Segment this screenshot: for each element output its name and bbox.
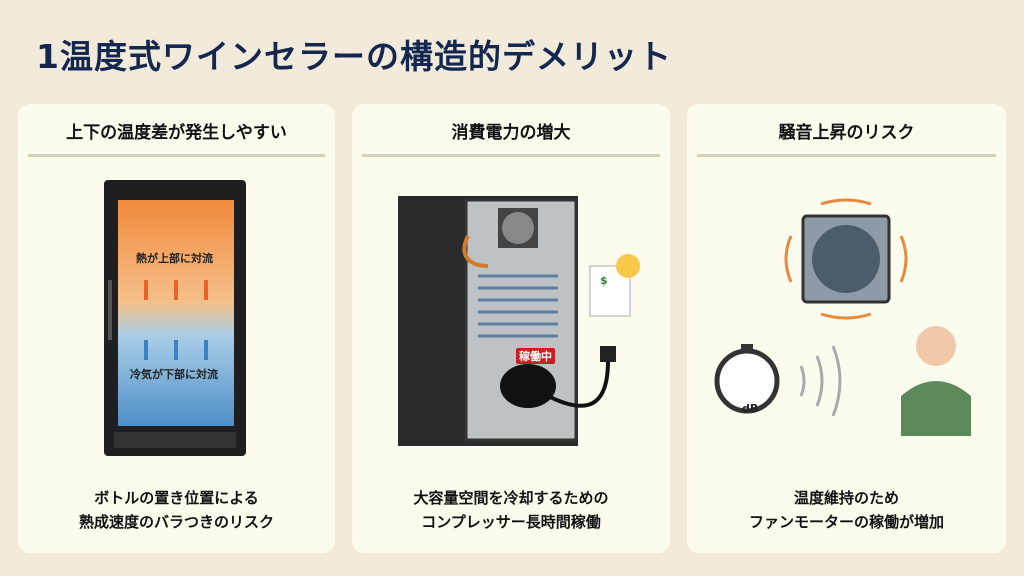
dollar-icon: $ (600, 274, 608, 287)
divider (362, 154, 660, 157)
card-caption: 大容量空間を冷却するためのコンプレッサー長時間稼働 (352, 486, 670, 534)
wine-fridge-illustration (104, 180, 246, 456)
caption-line: ファンモーターの稼働が増加 (748, 513, 944, 531)
card-caption: 温度維持のためファンモーターの稼働が増加 (687, 486, 1006, 534)
compressor-illustration (398, 196, 640, 446)
caption-line: 温度維持のため (793, 489, 899, 507)
label-cold-sinks: 冷気が下部に対流 (130, 368, 218, 381)
caption-line: ボトルの置き位置による (94, 489, 259, 507)
card-temperature-difference: 上下の温度差が発生しやすい 熱が上部に対流 冷気が下部に対流 ボトルの置き位置に… (18, 104, 335, 553)
card-heading: 騒音上昇のリスク (778, 123, 915, 143)
card-power-consumption: 消費電力の増大 稼働中 $ 大容量空間を冷却するためのコンプレッサー長時間稼働 (352, 104, 670, 553)
card-caption: ボトルの置き位置による熟成速度のバラつきのリスク (18, 486, 335, 534)
page-title: 1温度式ワインセラーの構造的デメリット (36, 37, 672, 76)
divider (697, 154, 996, 157)
caption-line: コンプレッサー長時間稼働 (421, 513, 601, 531)
decibel-meter-label: dB (742, 402, 759, 415)
card-noise-risk: 騒音上昇のリスク dB 温度維持のためファンモーターの稼働が増加 (687, 104, 1006, 553)
running-badge: 稼働中 (516, 348, 555, 364)
caption-line: 熟成速度のバラつきのリスク (78, 513, 274, 531)
caption-line: 大容量空間を冷却するための (413, 489, 609, 507)
noise-illustration (714, 198, 971, 436)
label-heat-rises: 熱が上部に対流 (136, 252, 213, 265)
card-heading: 上下の温度差が発生しやすい (66, 123, 287, 143)
card-heading: 消費電力の増大 (451, 123, 571, 143)
divider (28, 154, 325, 157)
